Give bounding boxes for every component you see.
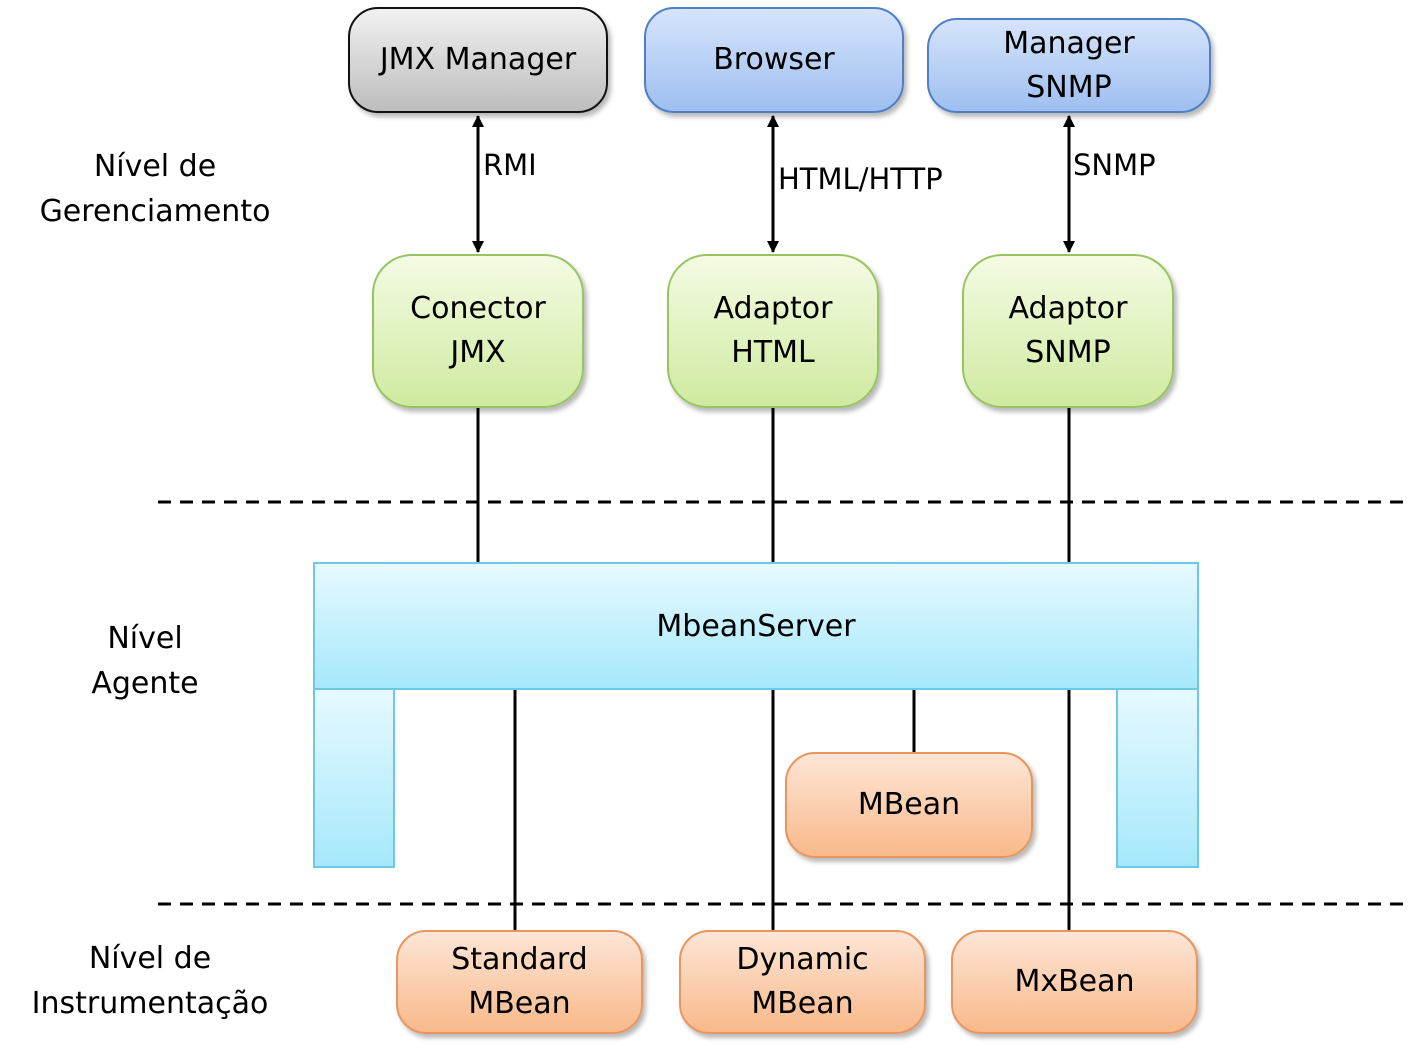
snmp-label: SNMP: [1073, 148, 1156, 182]
jmx-connector-box: Conector JMX: [372, 254, 584, 408]
instrumentation-level-label: Nível de Instrumentação: [31, 941, 269, 1021]
standard-mbean-box: Standard MBean: [396, 930, 643, 1034]
html-http-label: HTML/HTTP: [778, 162, 943, 196]
server-left-leg: [313, 690, 395, 868]
html-adaptor-box: Adaptor HTML: [667, 254, 879, 408]
management-level-label: Nível de Gerenciamento: [39, 149, 271, 229]
mxbean-box: MxBean: [951, 930, 1198, 1034]
dynamic-mbean-box: Dynamic MBean: [679, 930, 926, 1034]
rmi-label: RMI: [483, 148, 537, 182]
server-right-leg: [1116, 690, 1199, 868]
manager-snmp-box: Manager SNMP: [927, 18, 1211, 113]
browser-box: Browser: [644, 7, 904, 113]
mbean-server-box: MbeanServer: [313, 562, 1199, 690]
snmp-adaptor-box: Adaptor SNMP: [962, 254, 1174, 408]
jmx-manager-box: JMX Manager: [348, 7, 608, 113]
agent-level-label: Nível Agente: [91, 621, 199, 701]
mbean-box: MBean: [785, 752, 1033, 858]
